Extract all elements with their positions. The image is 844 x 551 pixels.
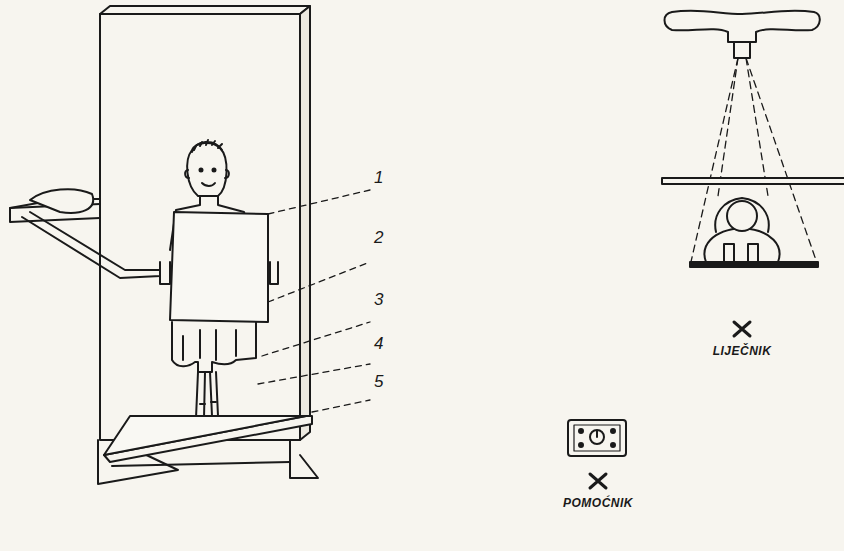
xray-tube — [665, 11, 820, 58]
doctor-mark — [734, 322, 750, 336]
panel-edge — [662, 178, 844, 184]
role-label: LIJEČNIK — [713, 344, 772, 358]
callout-number: 3 — [374, 290, 383, 310]
film-plate — [690, 262, 818, 267]
leader-lines — [258, 190, 370, 412]
callout-number: 5 — [374, 372, 383, 392]
callout-number: 2 — [374, 228, 383, 248]
callout-number: 1 — [374, 168, 383, 188]
arm-rail — [10, 189, 160, 278]
child-figure — [160, 140, 278, 424]
assistant-mark — [590, 474, 606, 488]
role-label: POMOĆNIK — [563, 496, 633, 510]
foot-bench — [104, 416, 312, 462]
protective-plate — [170, 212, 268, 322]
beam-cone — [690, 58, 818, 266]
control-panel — [568, 420, 626, 456]
patient-top-view — [705, 198, 780, 262]
callout-number: 4 — [374, 334, 383, 354]
stand-board — [98, 6, 318, 484]
